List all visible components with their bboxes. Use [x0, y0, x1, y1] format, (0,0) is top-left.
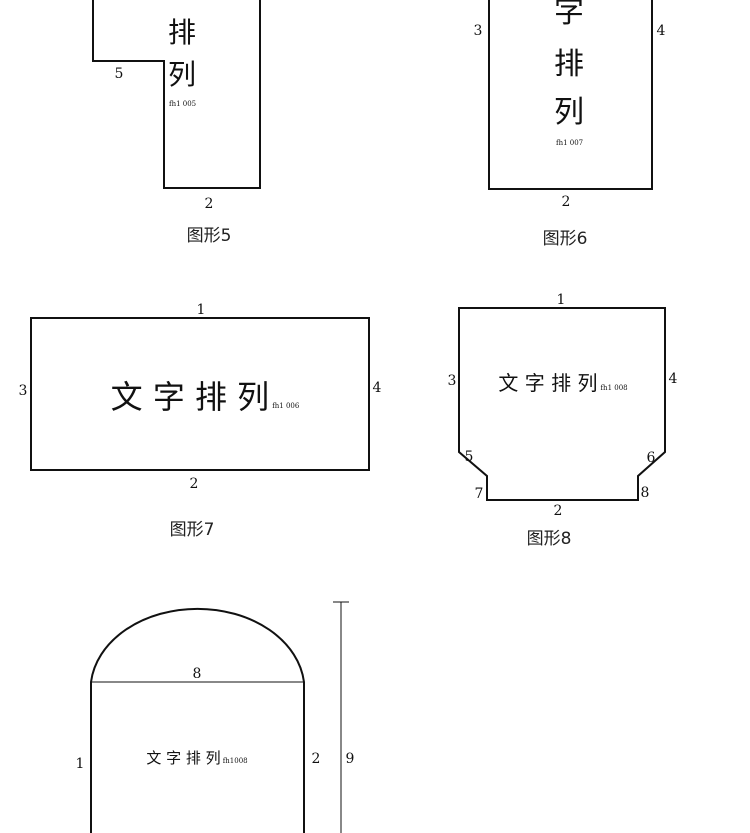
- edge-label: 2: [205, 196, 214, 212]
- edge-label: 5: [115, 66, 124, 82]
- shape-6-outline: [488, 0, 653, 190]
- edge-label: 3: [19, 383, 28, 399]
- shape-6-char: 列: [554, 95, 584, 130]
- shape-5-outline: [92, 0, 261, 189]
- edge-label: 2: [562, 194, 571, 210]
- edge-label: 4: [657, 23, 666, 39]
- shape-8-outline: [458, 307, 666, 501]
- edge-label: 8: [641, 485, 650, 501]
- shape-6: 字 排 列 fh1 007 3 4 2 图形6: [474, 0, 666, 249]
- shape-9-outline: [90, 607, 305, 833]
- edge-label: 7: [475, 486, 484, 502]
- shape-5-caption: 图形5: [187, 226, 232, 246]
- shape-5-code: fh1 005: [169, 100, 196, 108]
- shape-7-outline: [30, 317, 370, 471]
- edge-label: 1: [197, 302, 206, 318]
- edge-label: 9: [346, 751, 355, 767]
- shape-5: 排 列 fh1 005 5 2 图形5: [92, 0, 261, 246]
- edge-label: 2: [554, 503, 563, 519]
- shape-8-code: fh1 008: [600, 384, 627, 392]
- shape-5-char: 排: [168, 16, 196, 49]
- edge-label: 6: [647, 450, 656, 466]
- edge-label: 4: [669, 371, 678, 387]
- edge-label: 8: [193, 666, 202, 682]
- shape-6-char: 字: [554, 0, 584, 30]
- edge-label: 3: [448, 373, 457, 389]
- shape-6-char: 排: [554, 47, 584, 82]
- edge-label: 1: [557, 292, 566, 308]
- shape-6-code: fh1 007: [556, 139, 583, 147]
- shape-5-char: 列: [168, 58, 196, 91]
- edge-label: 4: [373, 380, 382, 396]
- shape-7-text: 文 字 排 列: [111, 378, 270, 416]
- shape-7-code: fh1 006: [272, 402, 300, 410]
- edge-label: 2: [190, 476, 199, 492]
- shape-6-caption: 图形6: [543, 229, 588, 249]
- shape-9-code: fh1008: [223, 757, 248, 765]
- edge-label: 3: [474, 23, 483, 39]
- edge-label: 1: [76, 756, 85, 772]
- shape-7-caption: 图形7: [170, 520, 215, 540]
- shape-9-text: 文 字 排 列: [146, 749, 220, 767]
- edge-label: 2: [312, 751, 321, 767]
- edge-label: 5: [465, 449, 474, 465]
- shape-8-caption: 图形8: [527, 529, 572, 549]
- shape-8-text: 文 字 排 列: [498, 371, 597, 395]
